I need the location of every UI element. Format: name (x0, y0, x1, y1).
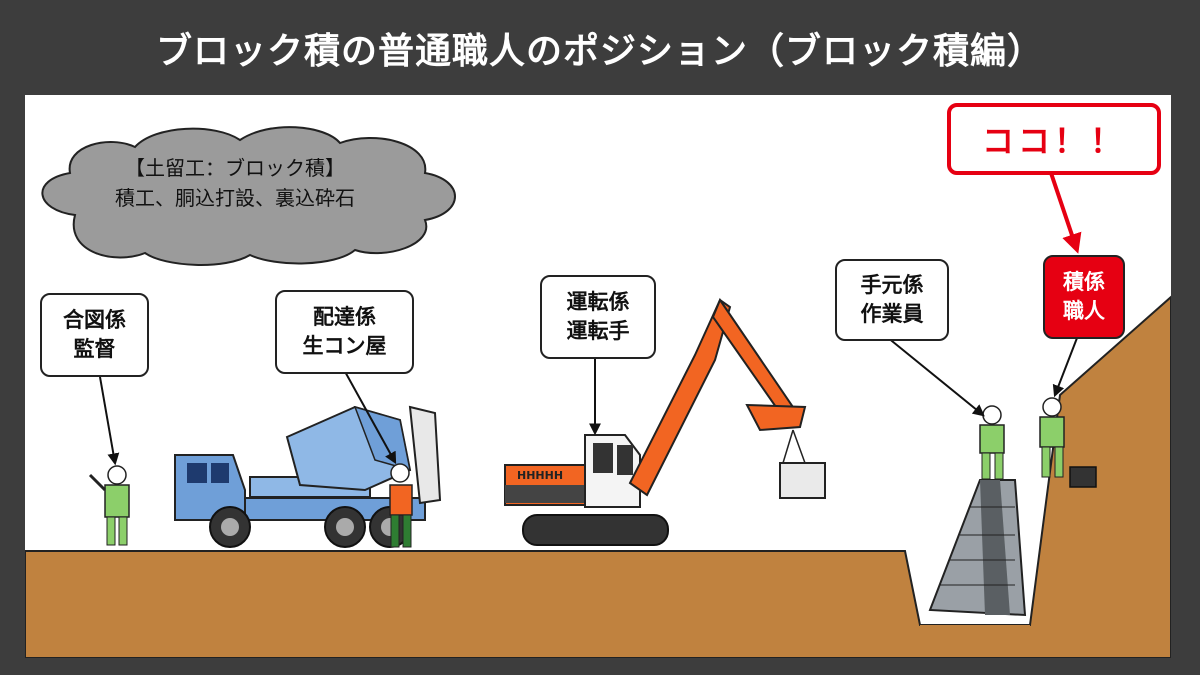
cloud-line-2: 積工、胴込打設、裏込砕石 (115, 186, 355, 210)
arrow-delivery (342, 367, 397, 465)
worker-delivery (389, 463, 413, 548)
role-operator-line2: 運転手 (566, 319, 630, 343)
role-helper-line2: 作業員 (860, 302, 924, 326)
role-delivery: 配達係 生コン屋 (275, 290, 414, 374)
role-delivery-line2: 生コン屋 (302, 334, 387, 358)
cloud-line-1: 【土留工：ブロック積】 (125, 156, 345, 180)
role-signaler: 合図係 監督 (40, 293, 149, 377)
arrow-highlight (1048, 169, 1082, 254)
page-title: ブロック積の普通職人のポジション（ブロック積編） (155, 30, 1044, 72)
diagram-canvas: HHHHH (25, 95, 1171, 658)
cloud-shape (41, 126, 456, 266)
highlight-callout: ココ！！ (947, 103, 1161, 175)
role-helper-line1: 手元係 (860, 273, 924, 297)
role-signaler-line2: 監督 (73, 337, 116, 361)
arrow-helper (886, 336, 985, 417)
block-wall (928, 479, 1027, 617)
role-craftsman-line2: 職人 (1063, 299, 1105, 323)
worker-craftsman (1039, 397, 1065, 478)
worker-helper (979, 405, 1005, 480)
arrow-signaler (99, 376, 120, 466)
role-delivery-line1: 配達係 (313, 305, 376, 329)
excavator: HHHHH (504, 297, 826, 546)
cloud-caption: 【土留工：ブロック積】 積工、胴込打設、裏込砕石 (70, 153, 400, 213)
role-operator: 運転係 運転手 (540, 275, 656, 359)
generator (1069, 466, 1097, 488)
mixer-truck (174, 405, 442, 548)
excavator-mark-text: HHHHH (517, 469, 563, 482)
role-helper: 手元係 作業員 (835, 259, 949, 341)
role-craftsman: 積係 職人 (1043, 255, 1125, 339)
construction-scene: HHHHH (25, 126, 1171, 658)
role-signaler-line1: 合図係 (63, 308, 126, 332)
role-craftsman-line1: 積係 (1063, 270, 1105, 294)
worker-signaler (88, 465, 130, 546)
role-operator-line1: 運転係 (566, 290, 630, 314)
arrow-craftsman (1052, 337, 1078, 398)
